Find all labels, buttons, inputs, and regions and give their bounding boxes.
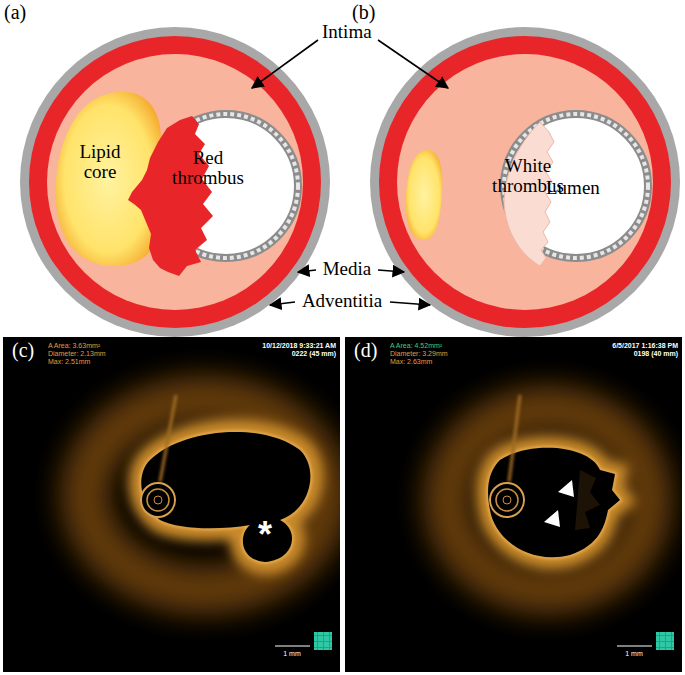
measurement-text: Max: 2.51mm [48,358,90,365]
asterisk-marker: * [258,516,272,554]
vessel-schematic-a [20,27,330,337]
panel-letter: (c) [12,340,34,361]
timestamp-text: 10/12/2018 9:33:21 AM [262,342,336,349]
frame-text: 0222 (45 mm) [292,350,336,357]
measurement-text: Diameter: 3.29mm [390,350,448,357]
oct-image-c [85,395,332,650]
layer-label: Adventitia [302,291,382,311]
panel-letter: (b) [352,2,375,23]
layer-label: Intima [322,22,372,42]
oct-image-d [448,395,674,650]
measurement-text: A Area: 3.63mm² [48,342,100,349]
panel-letter: (d) [354,340,377,361]
region-label: Lumen [546,178,600,198]
measurement-text: A Area: 4.52mm² [390,342,442,349]
region-label: Red thrombus [160,148,256,188]
measurement-text: Diameter: 2.13mm [48,350,106,357]
measurement-text: Max: 2.63mm [390,358,432,365]
scale-label: 1 mm [625,650,643,657]
timestamp-text: 6/5/2017 1:16:38 PM [612,342,678,349]
leader-lines [252,40,448,305]
region-label: Lipid core [62,142,138,182]
frame-text: 0198 (40 mm) [634,350,678,357]
layer-label: Media [323,259,372,279]
vessel-schematic-b [370,27,680,337]
panel-letter: (a) [4,2,26,23]
scale-label: 1 mm [283,650,301,657]
